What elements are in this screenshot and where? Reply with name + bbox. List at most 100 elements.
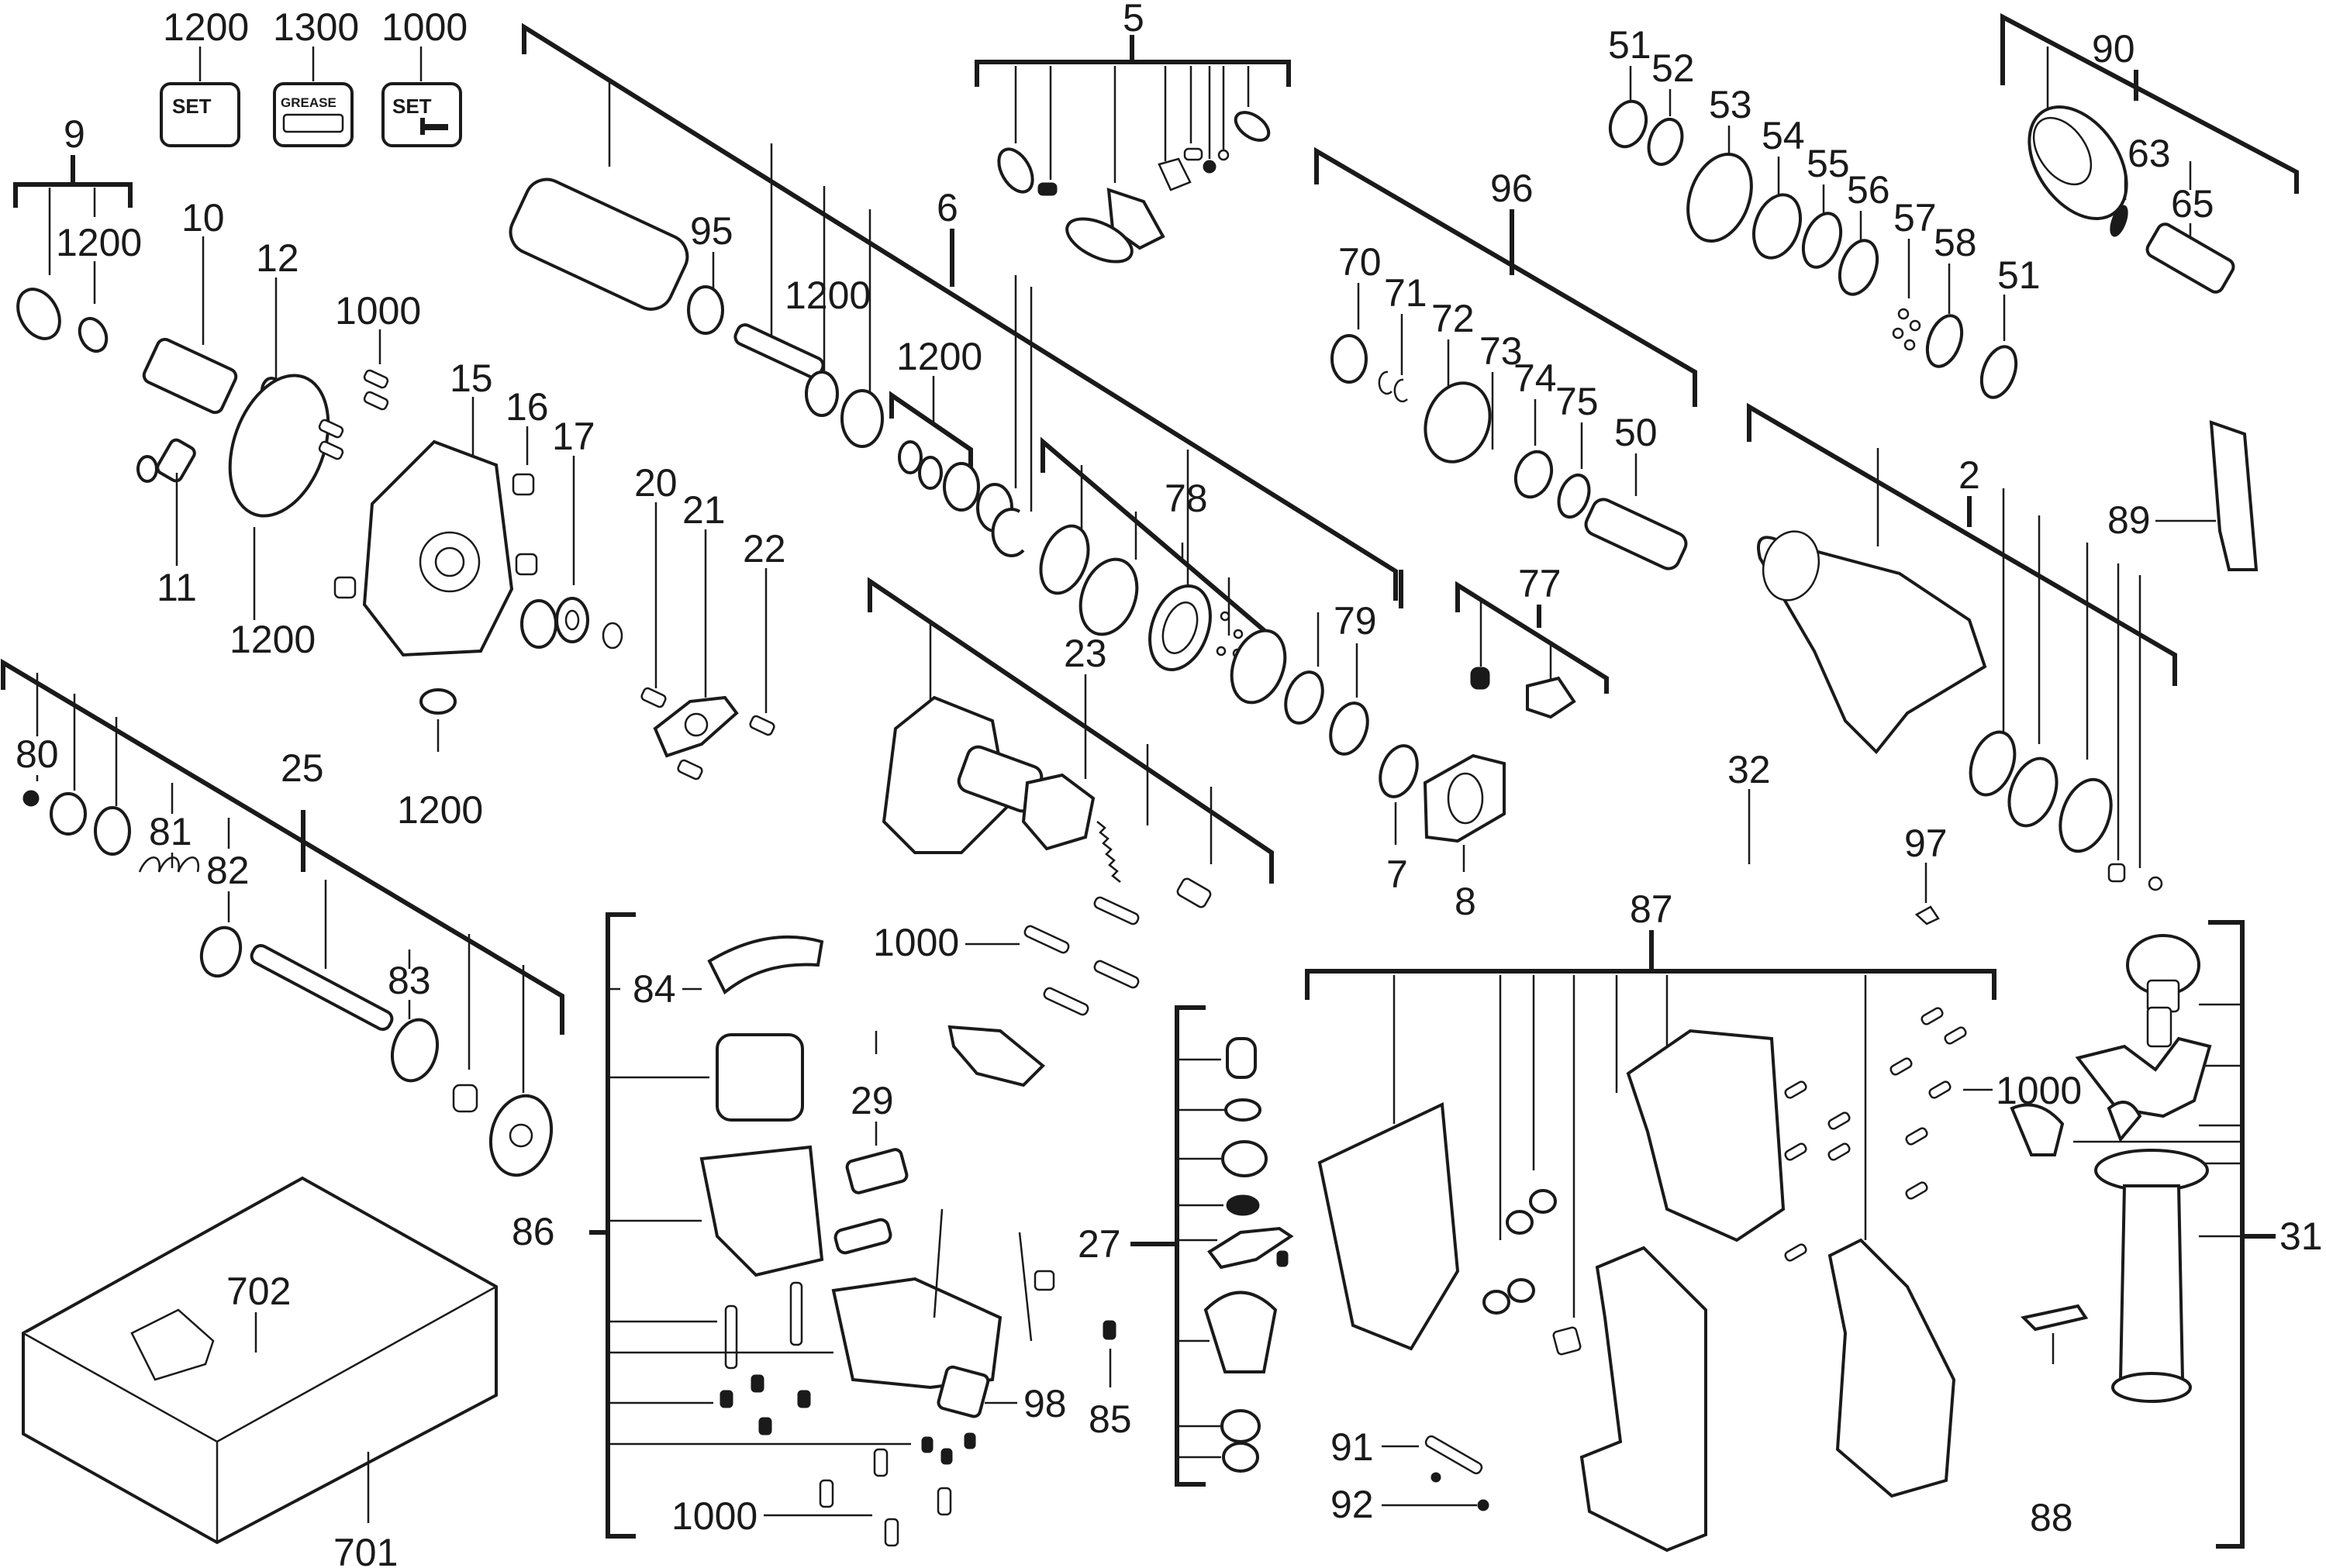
part-31-lever <box>2010 1103 2065 1156</box>
part-1000-screw <box>1944 1026 1967 1045</box>
callout-label: 1000 <box>671 1494 758 1538</box>
part-pin <box>1176 877 1212 908</box>
part-57-ball <box>1897 308 1910 320</box>
part-ring <box>2059 777 2113 853</box>
group-6: 95 1200 1200 6 <box>509 22 1398 601</box>
callout-label: 21 <box>682 488 726 532</box>
part-ram <box>840 389 884 448</box>
part-bushing <box>1482 1290 1510 1315</box>
group-77: 77 <box>1455 562 1609 719</box>
part-oring <box>520 599 557 649</box>
callout-label: 70 <box>1338 240 1382 284</box>
part-27-cap <box>1226 1037 1257 1079</box>
callout-label: 88 <box>2030 1496 2073 1539</box>
part-27-magnet-ring <box>1222 1442 1259 1473</box>
part-bushing <box>1507 1278 1535 1303</box>
part-85-screw <box>1103 1320 1116 1340</box>
part-clutch <box>1078 557 1139 636</box>
part-70-seal <box>1330 334 1368 384</box>
part-27-bearing <box>1221 1140 1268 1177</box>
part-20-screw <box>640 687 667 708</box>
part-ring <box>1039 524 1090 595</box>
legend-grease-1300: 1300 GREASE <box>273 5 359 147</box>
group-89: 89 <box>2107 420 2259 571</box>
part-95-seal <box>687 285 724 335</box>
part-stator <box>716 1033 804 1122</box>
group-31: 31 88 <box>2010 920 2323 1549</box>
part-75-ring <box>1557 473 1591 519</box>
part-27-seal <box>1226 1194 1260 1216</box>
group-1000-mid: 1000 <box>873 896 1140 1016</box>
callout-label: 65 <box>2171 182 2214 226</box>
part-pin <box>1183 147 1203 161</box>
group-10-12: 10 12 1200 11 <box>136 196 330 661</box>
callout-label: 1300 <box>273 5 359 49</box>
callout-label: 27 <box>1078 1222 1121 1266</box>
part-56-ring <box>1838 239 1879 296</box>
part-92-screw <box>1477 1499 1489 1511</box>
group-86: 86 84 1000 29 <box>512 912 1132 1547</box>
callout-label: 97 <box>1904 822 1948 865</box>
callout-label: 52 <box>1651 47 1695 90</box>
part-80-ball <box>22 790 40 807</box>
callout-label: 57 <box>1893 196 1937 240</box>
part-29-cover <box>845 1148 909 1194</box>
part-55-ring <box>1801 212 1843 269</box>
callout-label: 1200 <box>229 618 316 661</box>
callout-label: 89 <box>2107 498 2151 542</box>
callout-label: 50 <box>1614 411 1658 454</box>
part-1000-screw <box>1889 1057 1913 1076</box>
callout-label: 7 <box>1386 853 1408 896</box>
callout-label: 702 <box>226 1270 291 1313</box>
part-1200-large-oring <box>228 374 330 518</box>
part-long-screw <box>789 1281 803 1346</box>
part-58-ring <box>1925 314 1964 368</box>
part-57-ball <box>1903 339 1916 351</box>
part-1000-screw <box>363 369 389 389</box>
callout-label: 17 <box>552 415 595 458</box>
group-78-79: 78 79 7 8 <box>1039 436 1506 923</box>
part-ring <box>943 462 980 512</box>
part-1000-screw <box>1905 1127 1928 1146</box>
part-51-ring <box>1979 345 2018 399</box>
callout-label: 10 <box>181 196 225 240</box>
part-52-ring <box>1647 117 1684 167</box>
callout-label: 51 <box>1997 253 2041 297</box>
callout-label: 6 <box>937 186 958 229</box>
callout-label: 16 <box>506 385 549 429</box>
callout-label: 1000 <box>381 5 468 49</box>
part-83-wobble-bearing <box>391 1018 439 1083</box>
part-88-clip <box>2020 1304 2089 1332</box>
legend-set-screw-1000: 1000 SET <box>381 5 468 147</box>
callout-label: 72 <box>1431 297 1475 340</box>
part-57-ball <box>1892 327 1904 339</box>
callout-label: 20 <box>634 461 678 505</box>
part-1000-screw <box>1905 1181 1928 1200</box>
callout-label: 5 <box>1123 0 1144 40</box>
part-89-label-plate <box>2209 420 2259 571</box>
part-1200-oring <box>419 688 457 715</box>
group-90: 90 63 65 <box>2000 13 2299 294</box>
part-1000-screw <box>318 419 344 439</box>
part-10-sleeve <box>142 337 238 415</box>
legend-set-1200: 1200 SET <box>160 5 249 147</box>
part-23-piston-housing <box>882 695 1010 854</box>
group-96: 96 70 71 72 73 74 75 50 <box>1314 146 1697 570</box>
callout-label: 87 <box>1630 887 1673 931</box>
group-5: 5 <box>975 0 1291 264</box>
part-ring <box>1329 701 1369 756</box>
part-motor-housing <box>699 1145 824 1277</box>
part-21-screw <box>677 759 703 781</box>
callout-label: 56 <box>1847 168 1890 212</box>
part-bushing <box>1506 1210 1534 1235</box>
part-27-plate <box>1207 1226 1294 1270</box>
part-1000-screw <box>363 391 389 411</box>
group-87: 87 1000 91 92 <box>1305 887 2082 1552</box>
part-connector <box>1034 1270 1055 1291</box>
part-wobble <box>1021 773 1096 851</box>
part-1000-screw <box>1784 1080 1807 1099</box>
part-spring <box>1096 821 1121 883</box>
part-o-ring <box>78 316 109 353</box>
part-91-strap <box>1424 1435 1483 1475</box>
callout-label: 54 <box>1762 114 1805 157</box>
